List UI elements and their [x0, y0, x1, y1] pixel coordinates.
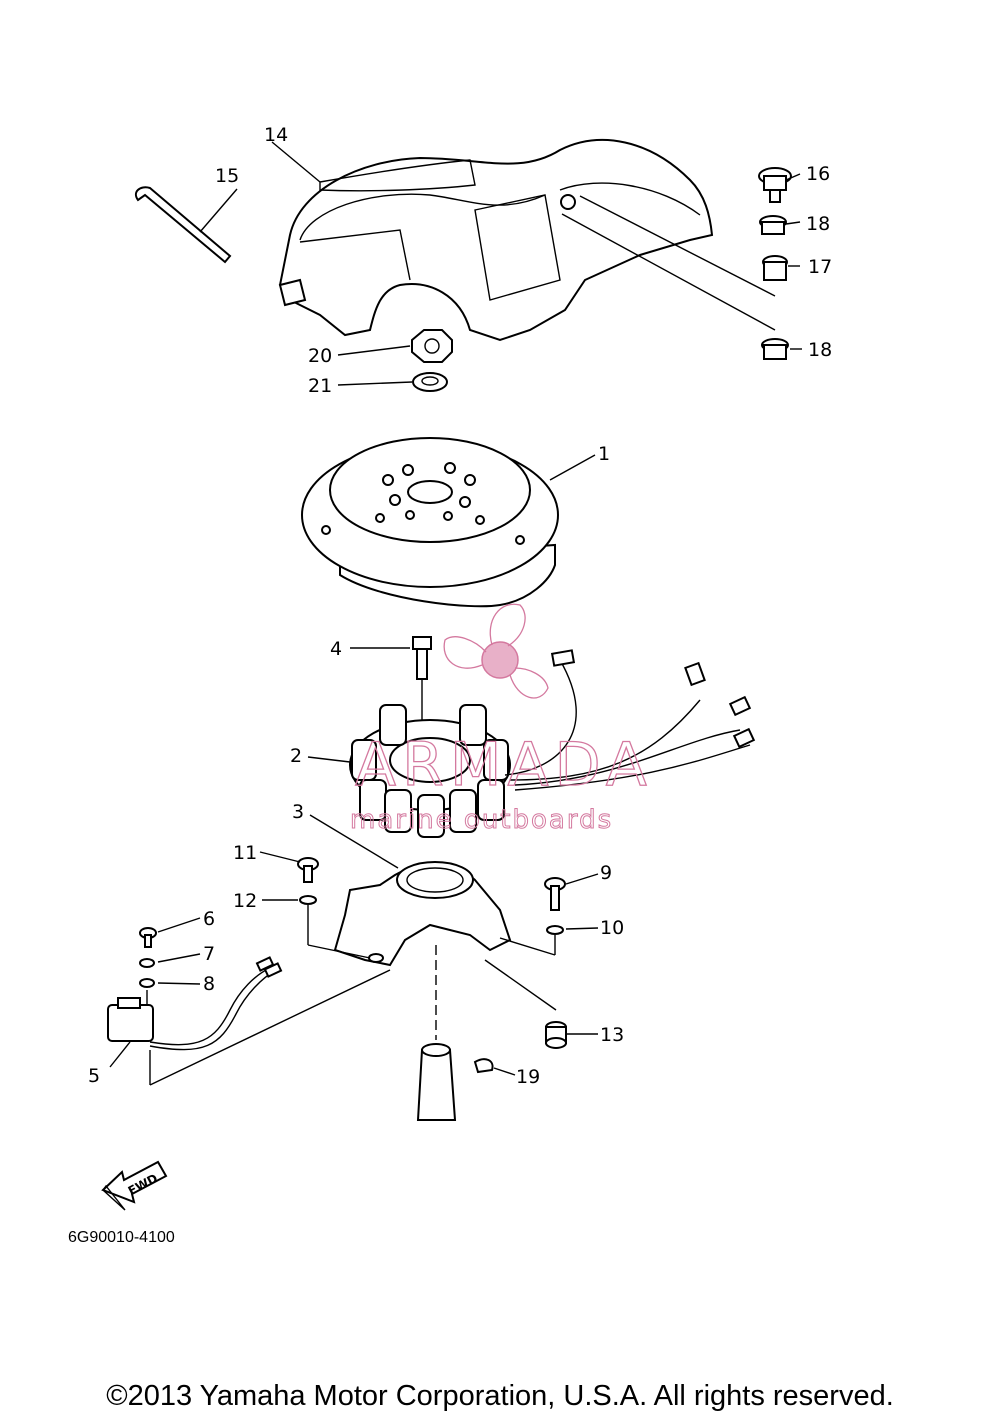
grommet-part-16 [758, 167, 792, 203]
pulser-coil-part-5 [107, 956, 283, 1051]
woodruff-key-part-19 [473, 1058, 494, 1074]
callout-6: 6 [203, 908, 215, 930]
callout-10: 10 [600, 917, 624, 939]
plug-part-17 [762, 255, 788, 281]
washer-part-21 [412, 372, 448, 392]
watermark-tagline: marine outboards [350, 805, 613, 835]
callout-labels: 1 2 3 4 5 6 7 8 9 10 11 12 13 14 15 16 1… [88, 124, 832, 1088]
callout-8: 8 [203, 973, 215, 995]
flywheel-part-1 [301, 437, 559, 608]
washer-part-8 [139, 978, 155, 988]
callout-1: 1 [598, 443, 610, 465]
stator-part-2 [349, 649, 756, 838]
bolt-part-4 [412, 636, 432, 680]
callout-4: 4 [330, 638, 342, 660]
callout-9: 9 [600, 862, 612, 884]
washer-part-12 [299, 895, 317, 905]
nut-part-20 [411, 329, 453, 363]
callout-15: 15 [215, 165, 239, 187]
callout-12: 12 [233, 890, 257, 912]
part-code: 6G90010-4100 [68, 1229, 175, 1246]
callout-7: 7 [203, 943, 215, 965]
flywheel-cover-part-14 [278, 139, 714, 342]
callout-5: 5 [88, 1065, 100, 1087]
callout-14: 14 [264, 124, 288, 146]
screw-part-6 [139, 927, 157, 948]
propeller-logo-icon [443, 603, 549, 699]
callout-13: 13 [600, 1024, 624, 1046]
screw-part-9 [544, 877, 566, 911]
washer-part-10 [546, 925, 564, 935]
callout-20: 20 [308, 345, 332, 367]
collar-part-13 [545, 1021, 567, 1049]
base-bracket-part-3 [333, 861, 512, 967]
callout-19: 19 [516, 1066, 540, 1088]
screw-part-11 [297, 857, 319, 883]
watermark-brand: ARMADA [355, 730, 653, 800]
callout-17: 17 [808, 256, 832, 278]
collar-part-18a [759, 215, 787, 235]
copyright-notice: ©2013 Yamaha Motor Corporation, U.S.A. A… [106, 1380, 894, 1412]
callout-11: 11 [233, 842, 257, 864]
armada-watermark: ARMADA marine outboards [350, 603, 653, 836]
callout-2: 2 [290, 745, 302, 767]
hose-part-15 [134, 186, 232, 264]
callout-3: 3 [292, 801, 304, 823]
callout-21: 21 [308, 375, 332, 397]
washer-part-7 [139, 958, 155, 968]
callout-18-lower: 18 [808, 339, 832, 361]
callout-16: 16 [806, 163, 830, 185]
collar-part-18b [761, 338, 789, 360]
crankshaft-end [416, 1043, 457, 1121]
callout-18-upper: 18 [806, 213, 830, 235]
forward-direction-arrow: FWD [101, 1160, 168, 1211]
leader-lines [109, 141, 802, 1086]
